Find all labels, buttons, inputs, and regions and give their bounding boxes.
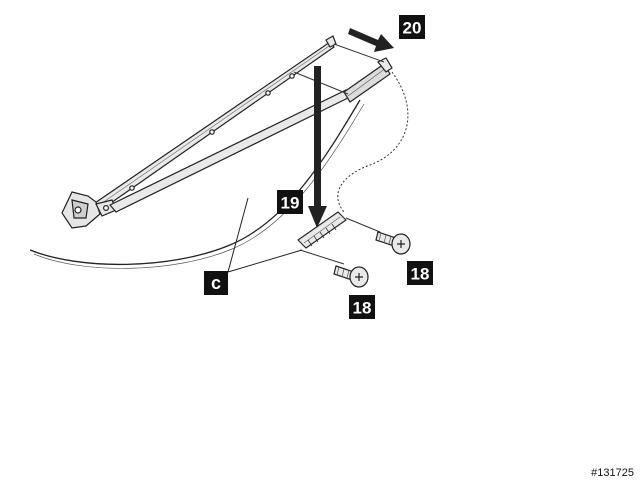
step-label-19-text: 19 [281,194,300,213]
step-label-18-upper: 18 [407,261,433,285]
cable-connector [297,211,347,249]
step-label-18-upper-text: 18 [411,265,430,284]
step-label-19: 19 [277,190,303,214]
callout-label-c: c [204,271,228,295]
step-19-arrow [308,66,327,228]
step-label-18-lower: 18 [349,295,375,319]
cable [29,71,409,269]
figure-id: #131725 [591,467,634,479]
screw-upper-icon [375,231,411,255]
callout-label-c-text: c [211,273,221,293]
step-label-20: 20 [399,15,425,39]
hinge-block [61,191,117,229]
inner-rail [109,57,393,213]
step-20-arrow [348,28,394,52]
hinge-bracket-arm [91,35,337,213]
step-label-20-text: 20 [403,19,422,38]
step-label-18-lower-text: 18 [353,299,372,318]
callout-c-leaders [227,197,303,273]
screw-lower-icon [333,265,369,288]
